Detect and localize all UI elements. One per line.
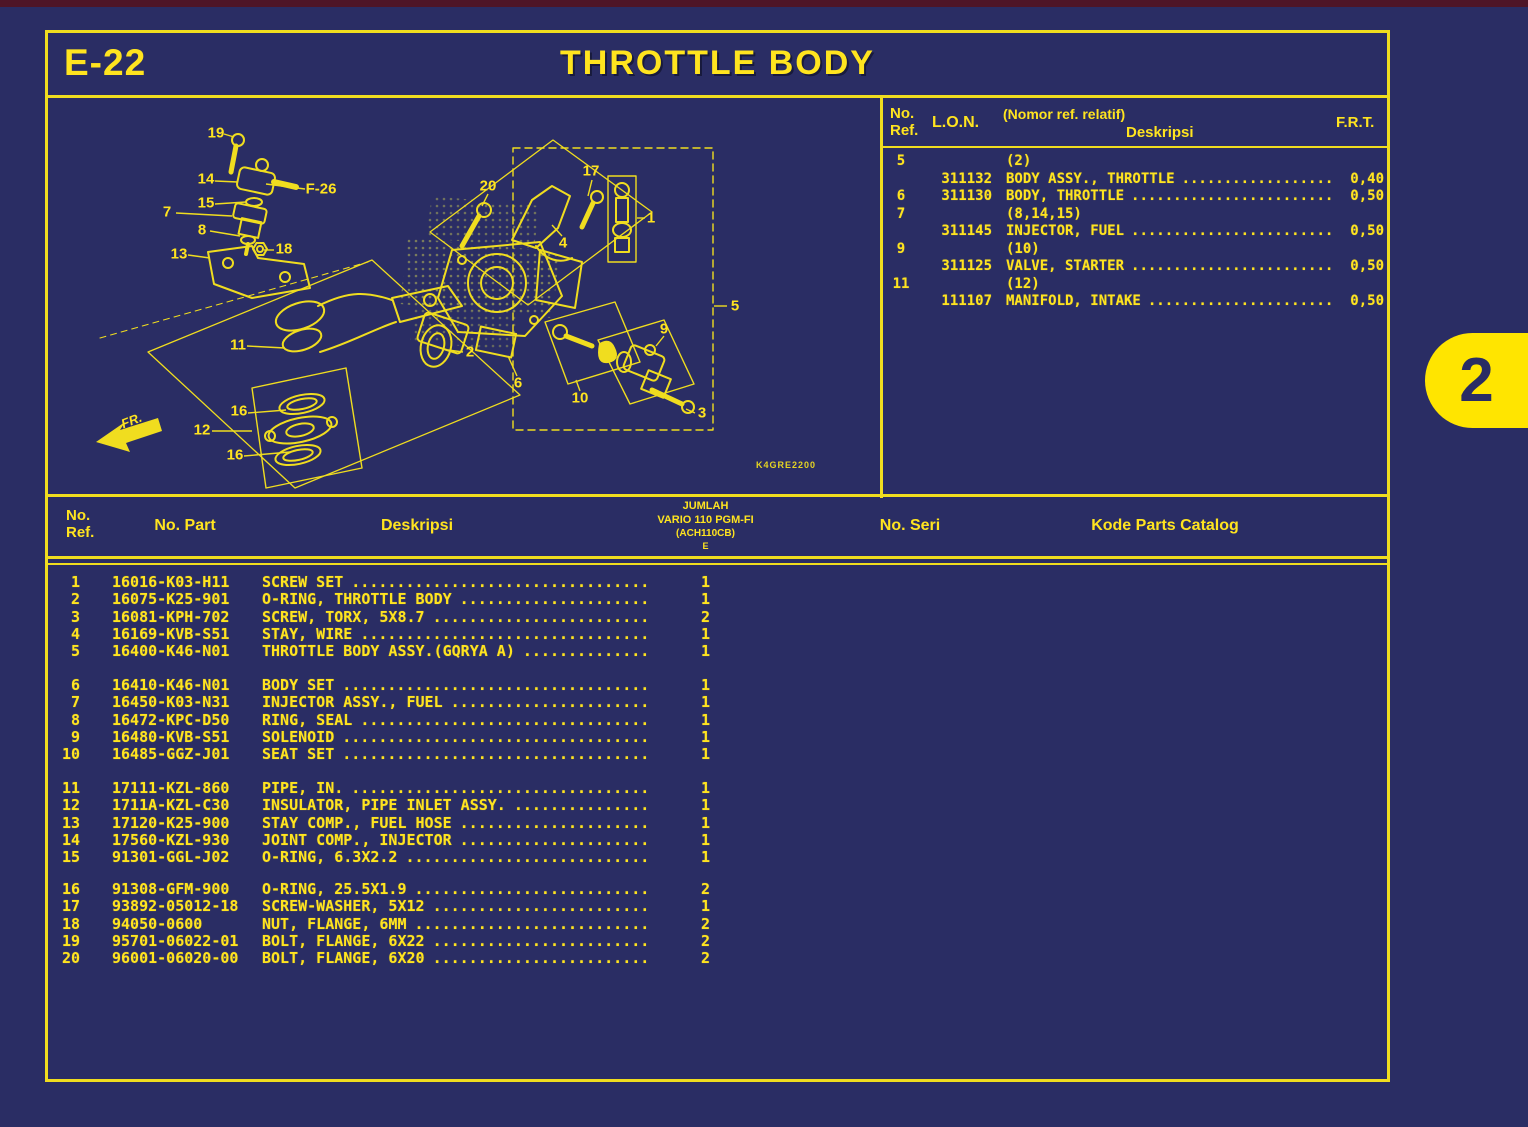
page-title: THROTTLE BODY xyxy=(560,44,875,82)
parts-table-header-rule-2 xyxy=(45,563,1390,565)
page-tab-number: 2 xyxy=(1459,345,1494,415)
parts-col-seri: No. Seri xyxy=(879,517,941,534)
diagram-callout: 18 xyxy=(275,240,293,258)
diagram-callout: 10 xyxy=(571,389,589,407)
diagram-callout: 1 xyxy=(646,209,656,227)
top-edge-strip xyxy=(0,0,1528,7)
table-row: 11(12) xyxy=(892,275,1040,292)
parts-col-jumlah: JUMLAH VARIO 110 PGM-FI (ACH110CB) E xyxy=(657,500,754,551)
parts-col-no: No. xyxy=(66,507,91,524)
diagram-callout: 16 xyxy=(230,402,248,420)
diagram-callout: 19 xyxy=(207,124,225,142)
diagram-callout: 8 xyxy=(197,221,207,239)
diagram-callout: 7 xyxy=(162,203,172,221)
ref-table-col-relatif: (Nomor ref. relatif) xyxy=(1003,106,1126,122)
ref-table-header-rule xyxy=(882,146,1390,148)
ref-table-left-border xyxy=(880,95,883,498)
ref-table-col-lon: L.O.N. xyxy=(932,114,980,131)
diagram-callout: 6 xyxy=(513,374,523,392)
title-separator xyxy=(45,95,1390,98)
parts-col-ref: Ref. xyxy=(66,524,95,541)
diagram-callout: 9 xyxy=(659,320,669,338)
parts-col-part: No. Part xyxy=(154,517,216,534)
diagram-callout: F-26 xyxy=(305,180,337,198)
ref-table-col-no: No. xyxy=(890,105,915,122)
diagram-callout: 17 xyxy=(582,162,600,180)
diagram-watermark: K4GRE2200 xyxy=(756,460,817,470)
diagram-callout: 14 xyxy=(197,170,215,188)
diagram-callout: 2 xyxy=(465,343,475,361)
table-row: 5(2) xyxy=(896,153,1032,169)
diagram-callout: 12 xyxy=(193,421,211,439)
parts-col-deskripsi: Deskripsi xyxy=(380,517,454,534)
parts-table-header-rule-1 xyxy=(45,556,1390,559)
parts-table-top-rule xyxy=(45,494,1390,497)
diagram-callout: 11 xyxy=(230,336,246,354)
diagram-callout: 3 xyxy=(697,404,707,422)
section-code: E-22 xyxy=(64,42,147,83)
ref-table-col-frt: F.R.T. xyxy=(1336,114,1375,131)
parts-col-kode: Kode Parts Catalog xyxy=(1091,517,1239,534)
diagram-callout: 5 xyxy=(730,297,740,315)
page-tab: 2 xyxy=(1425,333,1528,428)
diagram-callout: 15 xyxy=(197,194,215,212)
table-row: 9(10) xyxy=(896,240,1040,257)
ref-table-col-ref: Ref. xyxy=(890,122,919,139)
diagram-callout: 20 xyxy=(479,177,497,195)
diagram-callout: 16 xyxy=(226,446,244,464)
diagram-callout: 13 xyxy=(170,245,188,263)
table-row: 7(8,14,15) xyxy=(896,205,1082,222)
ref-table-col-deskripsi: Deskripsi xyxy=(1126,124,1194,141)
diagram-callout: 4 xyxy=(558,234,568,252)
